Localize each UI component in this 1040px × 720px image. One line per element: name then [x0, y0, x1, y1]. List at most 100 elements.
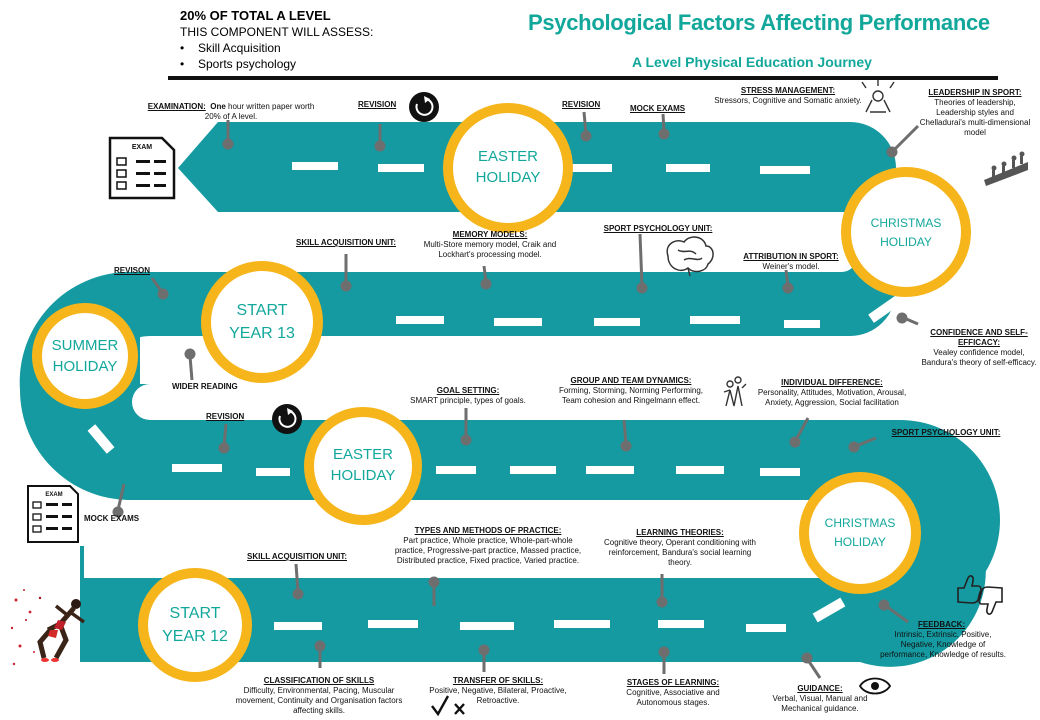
pin	[460, 408, 472, 446]
label-mock-exams-12: MOCK EXAMS	[84, 514, 164, 524]
label-text: Intrinsic, Extrinsic, Positive, Negative…	[880, 630, 1006, 659]
label-examination: EXAMINATION: One hour written paper wort…	[146, 102, 316, 122]
dash	[572, 164, 612, 172]
milestone-line: YEAR 13	[229, 325, 295, 342]
milestone-line: YEAR 12	[162, 628, 228, 645]
milestone-rings	[32, 103, 971, 682]
pin	[896, 312, 919, 326]
pin	[886, 124, 920, 158]
label-heading: ATTRIBUTION IN SPORT:	[743, 252, 839, 261]
label-memory-models: MEMORY MODELS: Multi-Store memory model,…	[412, 230, 568, 260]
milestone-line: HOLIDAY	[475, 169, 541, 186]
pin	[782, 269, 794, 294]
label-attribution: ATTRIBUTION IN SPORT: Weiner's model.	[726, 252, 856, 272]
pin	[620, 419, 632, 452]
label-heading: SPORT PSYCHOLOGY UNIT:	[603, 224, 713, 233]
label-skill-acquisition-unit-13: SKILL ACQUISITION UNIT:	[280, 238, 412, 248]
label-text: Cognitive, Associative and Autonomous st…	[626, 688, 720, 707]
check-cross-icon	[431, 695, 465, 717]
label-heading: SKILL ACQUISITION UNIT:	[296, 238, 396, 247]
ring-christmas-13	[841, 167, 971, 297]
pin	[848, 436, 877, 453]
pin	[656, 574, 668, 608]
pin	[374, 124, 386, 152]
label-heading: CONFIDENCE AND SELF-EFFICACY:	[930, 328, 1028, 347]
label-heading: INDIVIDUAL DIFFERENCE:	[781, 378, 883, 387]
dash	[784, 320, 820, 328]
label-text: SMART principle, types of goals.	[410, 396, 526, 405]
dash	[274, 622, 322, 630]
pin	[150, 277, 169, 300]
leadership-climb-icon	[984, 151, 1028, 186]
milestone-line: EASTER	[332, 446, 393, 463]
label-heading: SPORT PSYCHOLOGY UNIT:	[891, 428, 1001, 437]
page-title: Psychological Factors Affecting Performa…	[528, 10, 990, 35]
label-text: Personality, Attitudes, Motivation, Arou…	[757, 388, 907, 407]
label-heading: TRANSFER OF SKILLS:	[452, 676, 544, 685]
pin	[222, 120, 234, 150]
page-subtitle: A Level Physical Education Journey	[632, 54, 872, 70]
label-heading: STRESS MANAGEMENT:	[740, 86, 836, 95]
label-text: Part practice, Whole practice, Whole-par…	[394, 536, 582, 565]
label-heading: MOCK EXAMS	[84, 514, 140, 523]
label-heading: STAGES OF LEARNING:	[626, 678, 720, 687]
dash	[746, 624, 786, 632]
dash	[378, 164, 424, 172]
label-heading: GOAL SETTING:	[436, 386, 500, 395]
label-bold: One	[210, 102, 226, 111]
pin	[789, 417, 810, 448]
pin	[480, 265, 492, 290]
dash	[172, 464, 222, 472]
dash	[460, 622, 514, 630]
label-text: Verbal, Visual, Manual and Mechanical gu…	[772, 694, 868, 713]
label-heading: REVISON	[114, 266, 151, 275]
label-individual-difference: INDIVIDUAL DIFFERENCE: Personality, Atti…	[750, 378, 914, 408]
pin	[478, 644, 490, 672]
dash	[658, 620, 704, 628]
label-heading: GUIDANCE:	[797, 684, 843, 693]
road-segment-top	[120, 122, 896, 336]
component-item: Sports psychology	[180, 56, 373, 72]
milestone-line: CHRISTMAS	[870, 216, 942, 230]
dash	[554, 620, 610, 628]
pin	[878, 599, 909, 624]
milestone-easter-13: EASTER HOLIDAY	[462, 146, 554, 188]
dash	[586, 466, 634, 474]
label-sport-psychology-unit-13: SPORT PSYCHOLOGY UNIT:	[590, 224, 726, 234]
label-heading: REVISION	[358, 100, 397, 109]
dash	[396, 316, 444, 324]
eye-icon	[858, 677, 892, 695]
label-sport-psychology-unit-12: SPORT PSYCHOLOGY UNIT:	[878, 428, 1014, 438]
sprinter-image	[10, 589, 86, 666]
label-text: EXAMINATION: One hour written paper wort…	[146, 102, 316, 122]
dash	[510, 466, 556, 474]
dash	[676, 466, 724, 474]
header-divider	[168, 76, 998, 80]
stress-icon	[861, 80, 895, 113]
milestone-line: EASTER	[477, 148, 538, 165]
pin	[658, 113, 670, 140]
dash	[760, 468, 800, 476]
milestone-christmas-13: CHRISTMAS HOLIDAY	[858, 214, 954, 252]
dash	[87, 424, 115, 454]
pin-markers	[112, 111, 920, 679]
label-heading: GROUP AND TEAM DYNAMICS:	[570, 376, 692, 385]
pin	[636, 233, 648, 294]
label-transfer-of-skills: TRANSFER OF SKILLS: Positive, Negative, …	[420, 676, 576, 706]
label-guidance: GUIDANCE: Verbal, Visual, Manual and Mec…	[758, 684, 882, 714]
label-heading: REVISION	[562, 100, 601, 109]
label-group-dynamics: GROUP AND TEAM DYNAMICS: Forming, Stormi…	[556, 376, 706, 406]
team-icon	[723, 376, 747, 407]
label-mock-exams-13: MOCK EXAMS	[630, 104, 700, 114]
milestone-start-year-13: START YEAR 13	[218, 299, 306, 345]
label-revision-13b: REVISION	[562, 100, 622, 110]
label-text: Cognitive theory, Operant conditioning w…	[604, 538, 756, 567]
label-stages-of-learning: STAGES OF LEARNING: Cognitive, Associati…	[608, 678, 738, 708]
label-heading: LEADERSHIP IN SPORT:	[928, 88, 1022, 97]
pin	[658, 646, 670, 674]
dash	[666, 164, 710, 172]
label-revision-13: REVISION	[358, 100, 418, 110]
label-heading: EXAMINATION:	[147, 102, 206, 111]
label-confidence: CONFIDENCE AND SELF-EFFICACY: Vealey con…	[918, 328, 1040, 368]
